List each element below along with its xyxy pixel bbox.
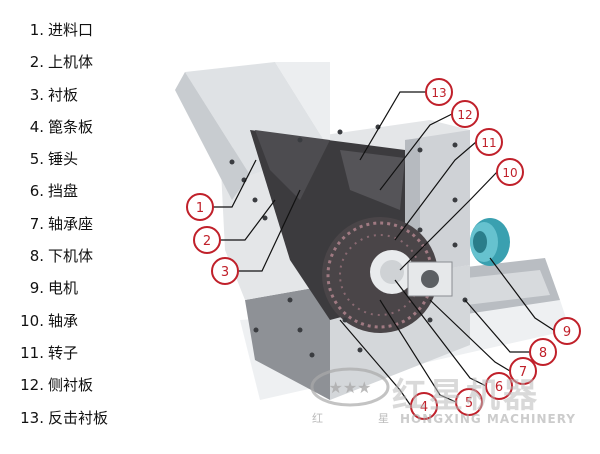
legend-item: 12.侧衬板	[14, 369, 174, 401]
callout-6: 6	[485, 372, 513, 400]
legend-item: 5.锤头	[14, 143, 174, 175]
callout-5: 5	[455, 388, 483, 416]
legend-num: 2.	[29, 53, 44, 72]
callout-10-label: 10	[502, 166, 517, 180]
legend-label: 衬板	[48, 85, 79, 104]
legend-label: 轴承座	[48, 214, 94, 233]
callout-10: 10	[496, 158, 524, 186]
legend-num: 8.	[29, 247, 44, 266]
watermark-char-left: 红	[312, 412, 323, 425]
logo-stars: ★★★	[328, 378, 371, 397]
legend-item: 13.反击衬板	[14, 402, 174, 434]
legend-item: 6.挡盘	[14, 175, 174, 207]
legend-item: 10.轴承	[14, 305, 174, 337]
watermark-char-right: 星	[378, 412, 389, 425]
legend-label: 侧衬板	[48, 376, 94, 395]
callout-12-label: 12	[457, 108, 472, 122]
liner-plate	[255, 130, 330, 200]
callout-2-label: 2	[203, 234, 211, 249]
callouts: 1 2 3 4 5 6 7 8 9 10 11 12 13	[186, 78, 581, 420]
feed-hopper-side	[175, 72, 250, 200]
legend-item: 9.电机	[14, 272, 174, 304]
legend-label: 进料口	[48, 21, 94, 39]
bearing-seat	[407, 261, 453, 297]
legend-num: 9.	[29, 279, 44, 298]
callout-2: 2	[193, 226, 221, 254]
legend-num: 1.	[29, 21, 44, 39]
legend-num: 6.	[29, 182, 44, 201]
callout-3: 3	[211, 257, 239, 285]
legend-num: 5.	[29, 150, 44, 169]
feed-hopper-top	[275, 62, 330, 150]
legend-num: 4.	[29, 117, 44, 136]
parts-legend: 1.进料口 2.上机体 3.衬板 4.篦条板 5.锤头 6.挡盘 7.轴承座 8…	[14, 14, 174, 434]
callout-6-label: 6	[495, 380, 503, 395]
legend-label: 上机体	[48, 53, 94, 72]
callout-9-label: 9	[563, 325, 571, 340]
callout-11: 11	[475, 128, 503, 156]
legend-item: 4.篦条板	[14, 111, 174, 143]
callout-9: 9	[553, 317, 581, 345]
legend-item: 8.下机体	[14, 240, 174, 272]
callout-11-label: 11	[481, 136, 496, 150]
legend-num: 10.	[20, 311, 44, 330]
legend-num: 13.	[20, 408, 44, 427]
legend-label: 反击衬板	[48, 408, 109, 427]
legend-item: 11.转子	[14, 337, 174, 369]
legend-item: 7.轴承座	[14, 208, 174, 240]
callout-1: 1	[186, 193, 214, 221]
callout-12: 12	[451, 100, 479, 128]
legend-item: 1.进料口	[14, 14, 174, 46]
callout-7: 7	[509, 357, 537, 385]
callout-3-label: 3	[221, 265, 229, 280]
legend-num: 12.	[20, 376, 44, 395]
lower-body-left	[245, 285, 330, 400]
legend-num: 7.	[29, 214, 44, 233]
legend-label: 电机	[48, 279, 79, 298]
legend-label: 轴承	[48, 311, 79, 330]
watermark-brand-cn: 红星机器	[392, 376, 540, 416]
watermark-brand-en: HONGXING MACHINERY	[400, 412, 576, 426]
callout-4: 4	[410, 392, 438, 420]
legend-label: 锤头	[48, 150, 79, 169]
baffle-inner	[380, 260, 404, 284]
callout-13: 13	[425, 78, 453, 106]
bolt-icons	[229, 124, 468, 358]
callout-8: 8	[529, 338, 557, 366]
callout-4-label: 4	[420, 400, 428, 415]
legend-label: 挡盘	[48, 182, 79, 201]
motor-base-top	[448, 270, 550, 306]
legend-num: 11.	[20, 343, 44, 362]
legend-item: 3.衬板	[14, 79, 174, 111]
logo-mark	[310, 367, 390, 407]
legend-item: 2.上机体	[14, 46, 174, 78]
legend-label: 转子	[48, 343, 79, 362]
bearing-icon	[421, 270, 439, 288]
callout-5-label: 5	[465, 396, 473, 411]
legend-num: 3.	[29, 85, 44, 104]
callout-8-label: 8	[539, 346, 547, 361]
leader-lines	[213, 91, 556, 407]
legend-label: 下机体	[48, 247, 94, 266]
callout-13-label: 13	[431, 86, 446, 100]
callout-7-label: 7	[519, 365, 527, 380]
legend-label: 篦条板	[48, 117, 94, 136]
impact-liner	[340, 150, 405, 210]
motor-hub	[473, 231, 487, 253]
callout-1-label: 1	[196, 201, 204, 216]
